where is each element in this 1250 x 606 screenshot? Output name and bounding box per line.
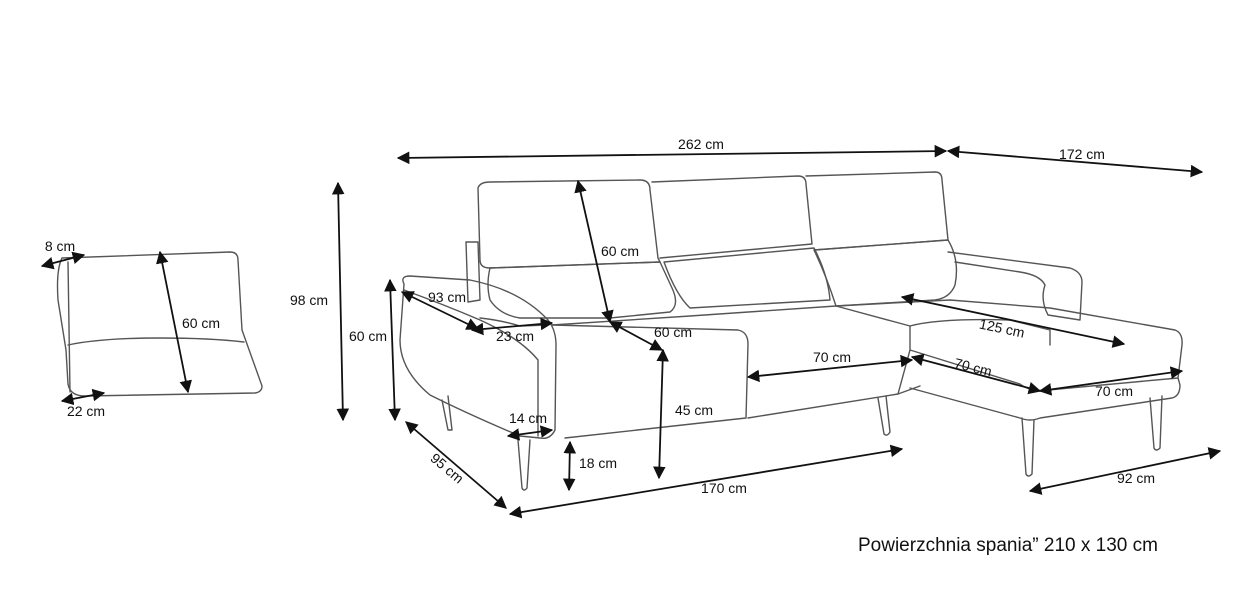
dim-label-chaise-depth: 172 cm	[1059, 146, 1105, 162]
dim-arrow-170	[508, 444, 904, 519]
dim-arrow-172	[946, 145, 1204, 178]
dim-arrow-22	[60, 388, 106, 406]
dim-label-chaise-inner: 70 cm	[953, 355, 994, 380]
dim-label-total-height: 98 cm	[290, 292, 328, 308]
dim-label-armrest-length: 93 cm	[428, 289, 466, 305]
dim-label-chaise-front: 70 cm	[1095, 383, 1133, 399]
sleeping-area-caption: Powierzchnia spania” 210 x 130 cm	[858, 535, 1158, 556]
dim-arrow-70-seat	[746, 354, 914, 383]
dim-arrow-70-chaise-front	[1038, 366, 1184, 396]
dim-arrow-60-seat	[608, 321, 664, 351]
dim-label-cushion-depth: 22 cm	[67, 403, 105, 419]
dim-label-leg-height: 18 cm	[579, 455, 617, 471]
dim-label-chaise-width: 92 cm	[1117, 470, 1155, 486]
dim-arrow-23	[470, 317, 554, 336]
dim-label-seat-height: 45 cm	[675, 402, 713, 418]
cushion-drawing	[56, 251, 263, 397]
dim-label-armrest-height: 60 cm	[349, 328, 387, 344]
dim-arrow-60-back	[574, 179, 614, 324]
dim-label-chaise-length: 125 cm	[978, 316, 1026, 341]
dim-arrow-18	[562, 440, 577, 492]
dim-label-seat-depth: 60 cm	[654, 324, 692, 340]
dim-arrow-70-chaise-inner	[910, 353, 1042, 395]
dim-arrow-98	[331, 181, 350, 422]
dim-label-arm-foot-width: 14 cm	[509, 410, 547, 426]
dim-arrow-95	[405, 421, 507, 509]
dim-label-cushion-height: 60 cm	[182, 315, 220, 331]
dim-arrow-93	[400, 291, 480, 330]
dim-arrow-125	[900, 293, 1126, 348]
dim-label-seat-width: 170 cm	[701, 480, 747, 496]
dim-label-seat-70: 70 cm	[813, 349, 851, 365]
dim-arrow-60-arm	[384, 278, 401, 422]
dim-arrow-92	[1028, 447, 1222, 495]
dimension-lines: 262 cm 172 cm 98 cm 60 cm 93 cm 23 cm 60…	[40, 136, 1222, 519]
dim-label-armrest-width: 23 cm	[496, 328, 534, 344]
dim-label-cushion-thickness: 8 cm	[45, 238, 75, 254]
dim-arrow-45	[653, 348, 669, 480]
dim-label-back-cushion-height: 60 cm	[601, 243, 639, 259]
dim-label-sofa-depth: 95 cm	[427, 450, 466, 487]
dim-arrow-8	[40, 251, 86, 270]
dim-arrow-60-cushion	[156, 250, 192, 394]
dim-arrow-262	[396, 144, 948, 165]
dim-arrow-14	[506, 425, 554, 441]
dim-label-total-width: 262 cm	[678, 136, 724, 152]
